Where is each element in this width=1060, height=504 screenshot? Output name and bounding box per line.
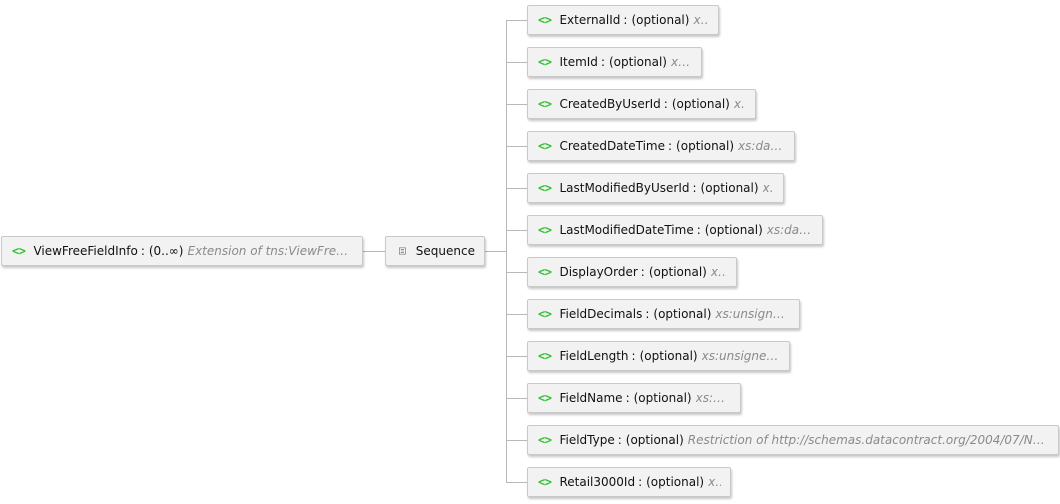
- child-occurrence: (optional): [631, 13, 690, 27]
- child-type: xs:int: [710, 265, 727, 279]
- child-element-node[interactable]: <> Retail3000Id:(optional)xs:int: [527, 467, 731, 497]
- child-colon: :: [640, 265, 645, 279]
- connector-child-10: [506, 440, 528, 441]
- child-element-node[interactable]: <> DisplayOrder:(optional)xs:int: [527, 257, 737, 287]
- element-icon: <>: [538, 55, 552, 69]
- connector-sequence-trunk: [484, 251, 506, 252]
- connector-vertical-spine: [506, 20, 507, 483]
- child-element-name: FieldType: [559, 433, 615, 447]
- connector-child-1: [506, 62, 528, 63]
- child-element-node[interactable]: <> CreatedDateTime:(optional)xs:dateTime: [527, 131, 795, 161]
- element-icon: <>: [538, 307, 552, 321]
- element-icon: <>: [538, 433, 552, 447]
- connector-child-5: [506, 230, 528, 231]
- root-type: Extension of tns:ViewFreeFieldInfo: [187, 244, 353, 258]
- child-type: xs:dateTime: [766, 223, 813, 237]
- child-element-name: FieldDecimals: [559, 307, 643, 321]
- child-element-node[interactable]: <> ItemId:(optional)xs:int: [527, 47, 702, 77]
- connector-child-8: [506, 356, 528, 357]
- child-occurrence: (optional): [648, 265, 707, 279]
- connector-child-11: [506, 482, 528, 483]
- element-icon: <>: [538, 349, 552, 363]
- element-icon: <>: [12, 244, 26, 258]
- child-element-name: ExternalId: [559, 13, 621, 27]
- child-occurrence: (optional): [671, 97, 730, 111]
- sequence-label: Sequence: [415, 244, 475, 258]
- child-colon: :: [663, 97, 668, 111]
- child-type: xs:int: [762, 181, 774, 195]
- child-occurrence: (optional): [633, 391, 692, 405]
- child-colon: :: [692, 181, 697, 195]
- connector-child-6: [506, 272, 528, 273]
- child-colon: :: [623, 13, 628, 27]
- child-element-name: LastModifiedByUserId: [559, 181, 690, 195]
- child-type: xs:unsignedByte: [701, 349, 780, 363]
- child-type: xs:int: [693, 13, 709, 27]
- root-element-name: ViewFreeFieldInfo: [33, 244, 138, 258]
- child-occurrence: (optional): [608, 55, 667, 69]
- child-type: xs:int: [708, 475, 721, 489]
- child-colon: :: [631, 349, 636, 363]
- child-element-name: CreatedByUserId: [559, 97, 661, 111]
- child-element-node[interactable]: <> ExternalId:(optional)xs:int: [527, 5, 719, 35]
- root-element-node[interactable]: <> ViewFreeFieldInfo : (0..∞) Extension …: [1, 236, 363, 266]
- child-colon: :: [696, 223, 701, 237]
- element-icon: <>: [538, 475, 552, 489]
- child-occurrence: (optional): [700, 181, 759, 195]
- child-element-node[interactable]: <> FieldLength:(optional)xs:unsignedByte: [527, 341, 790, 371]
- connector-child-3: [506, 146, 528, 147]
- child-occurrence: (optional): [704, 223, 763, 237]
- child-type: Restriction of http://schemas.datacontra…: [687, 433, 1049, 447]
- child-occurrence: (optional): [639, 349, 698, 363]
- root-occurrence: (0..∞): [148, 244, 184, 258]
- sequence-icon: [399, 247, 406, 255]
- child-element-node[interactable]: <> LastModifiedDateTime:(optional)xs:date…: [527, 215, 823, 245]
- child-element-node[interactable]: <> LastModifiedByUserId:(optional)xs:int: [527, 173, 784, 203]
- child-element-node[interactable]: <> FieldType:(optional)Restriction of htt…: [527, 425, 1059, 455]
- child-element-name: DisplayOrder: [559, 265, 638, 279]
- child-element-name: LastModifiedDateTime: [559, 223, 694, 237]
- connector-child-4: [506, 188, 528, 189]
- child-colon: :: [645, 307, 650, 321]
- child-element-node[interactable]: <> FieldName:(optional)xs:string: [527, 383, 741, 413]
- child-element-name: ItemId: [559, 55, 598, 69]
- child-type: xs:int: [670, 55, 692, 69]
- child-element-name: FieldLength: [559, 349, 629, 363]
- connector-child-7: [506, 314, 528, 315]
- child-type: xs:dateTime: [738, 139, 785, 153]
- child-element-name: CreatedDateTime: [559, 139, 665, 153]
- child-element-node[interactable]: <> CreatedByUserId:(optional)xs:int: [527, 89, 756, 119]
- root-colon: :: [140, 244, 145, 258]
- child-occurrence: (optional): [676, 139, 735, 153]
- child-type: xs:unsignedByte: [715, 307, 790, 321]
- child-element-node[interactable]: <> FieldDecimals:(optional)xs:unsignedByt…: [527, 299, 800, 329]
- child-type: xs:int: [733, 97, 746, 111]
- child-occurrence: (optional): [646, 475, 705, 489]
- child-type: xs:string: [695, 391, 731, 405]
- element-icon: <>: [538, 97, 552, 111]
- child-colon: :: [617, 433, 622, 447]
- connector-child-2: [506, 104, 528, 105]
- element-icon: <>: [538, 391, 552, 405]
- child-colon: :: [638, 475, 643, 489]
- child-colon: :: [668, 139, 673, 153]
- child-element-name: FieldName: [559, 391, 623, 405]
- child-element-name: Retail3000Id: [559, 475, 636, 489]
- sequence-node[interactable]: Sequence: [385, 236, 485, 266]
- element-icon: <>: [538, 181, 552, 195]
- child-colon: :: [600, 55, 605, 69]
- element-icon: <>: [538, 265, 552, 279]
- connector-child-9: [506, 398, 528, 399]
- element-icon: <>: [538, 139, 552, 153]
- connector-root-sequence: [362, 251, 386, 252]
- connector-child-0: [506, 20, 528, 21]
- child-occurrence: (optional): [625, 433, 684, 447]
- child-colon: :: [625, 391, 630, 405]
- child-occurrence: (optional): [653, 307, 712, 321]
- element-icon: <>: [538, 13, 552, 27]
- element-icon: <>: [538, 223, 552, 237]
